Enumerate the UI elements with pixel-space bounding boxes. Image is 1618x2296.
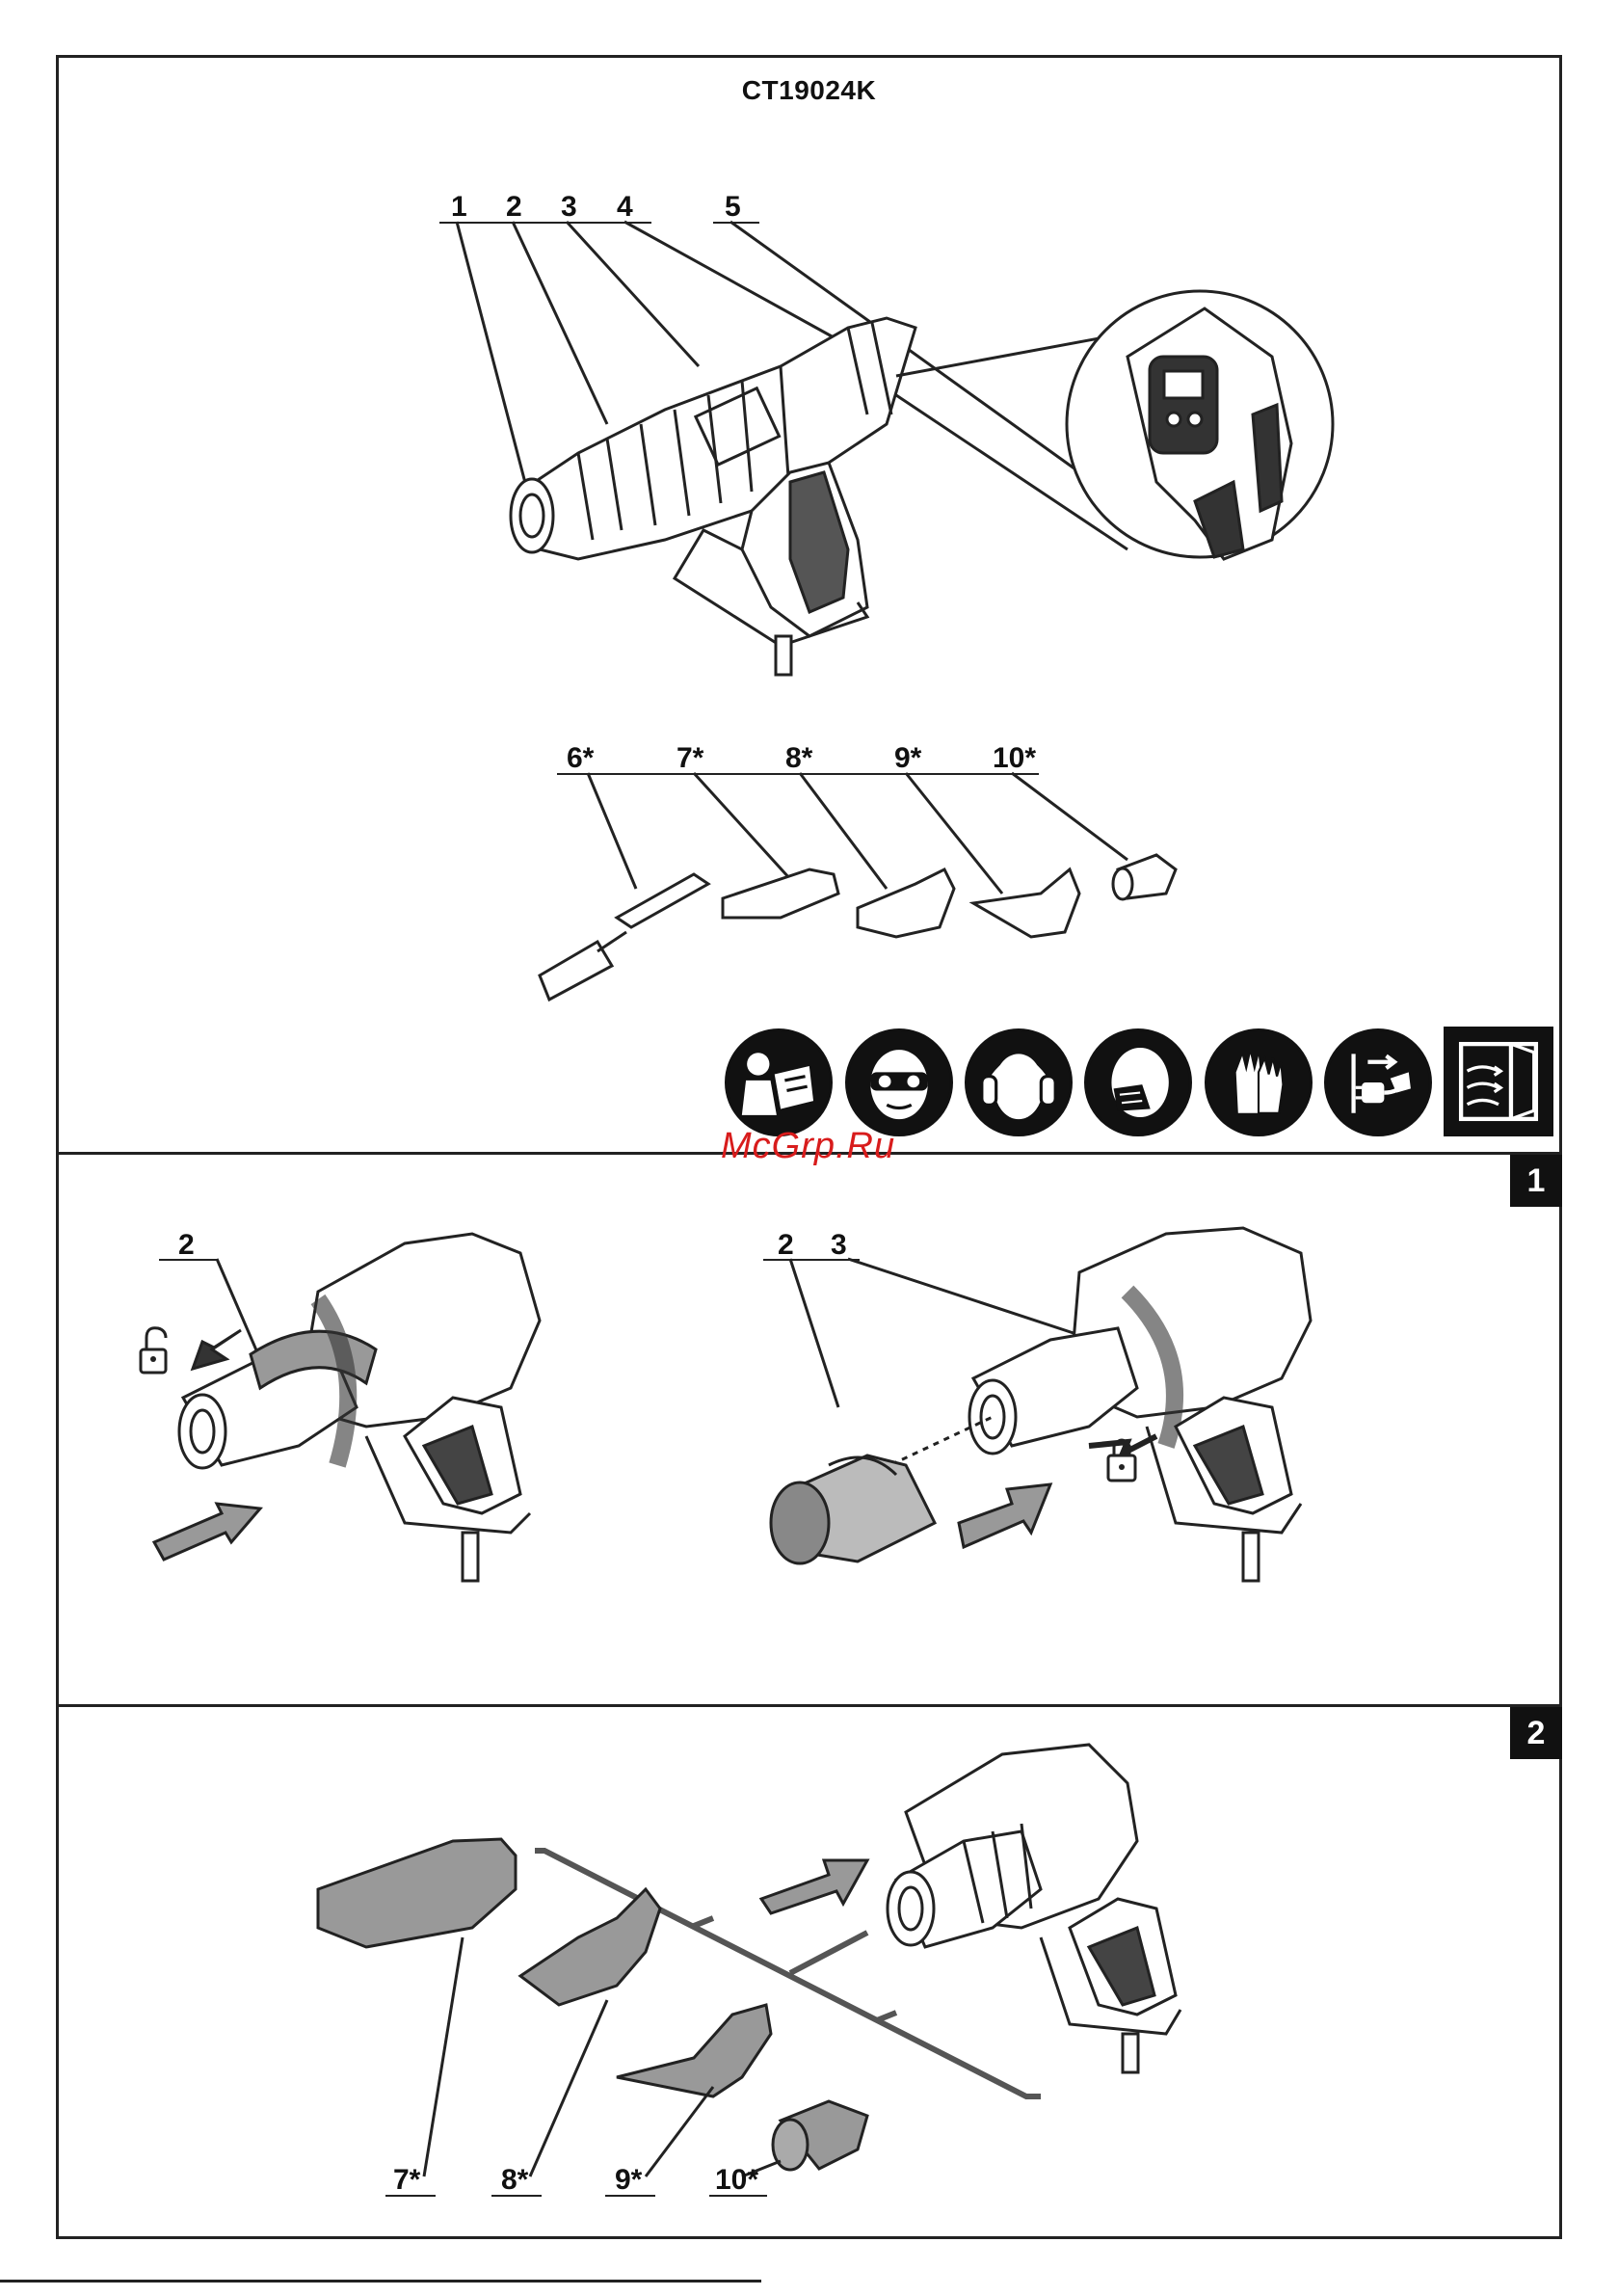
fig1-remove-nozzle-illustration	[125, 1215, 569, 1619]
ventilation-window-icon	[1444, 1027, 1553, 1136]
dust-mask-icon	[1084, 1028, 1192, 1136]
fig1-attach-nozzle-illustration	[761, 1215, 1359, 1619]
accessories-illustration	[501, 773, 1195, 1004]
part-label-2: 2	[506, 191, 522, 224]
unplug-before-service-icon	[1324, 1028, 1432, 1136]
fig2-label-7: 7*	[393, 2164, 420, 2197]
accessory-label-7: 7*	[676, 742, 703, 775]
model-title: CT19024K	[0, 75, 1618, 106]
fig2-label-9: 9*	[615, 2164, 642, 2197]
fig2-label-7-underline	[385, 2195, 436, 2197]
accessory-label-10: 10*	[993, 742, 1036, 775]
safety-goggles-icon	[845, 1028, 953, 1136]
part-label-5: 5	[725, 191, 741, 224]
accessory-label-8: 8*	[785, 742, 812, 775]
heat-gun-overview-illustration	[463, 222, 1272, 675]
watermark: McGrp.Ru	[721, 1126, 895, 1167]
accessory-label-6: 6*	[567, 742, 594, 775]
part-label-3: 3	[561, 191, 577, 224]
fig2-label-10: 10*	[715, 2164, 758, 2197]
protective-gloves-icon	[1205, 1028, 1313, 1136]
unlocked-padlock-icon	[141, 1328, 166, 1373]
fig2-label-8: 8*	[501, 2164, 528, 2197]
accessory-label-9: 9*	[894, 742, 921, 775]
fig2-nozzle-attachments-illustration	[328, 1716, 1291, 2236]
footer-line	[0, 2280, 761, 2283]
figure-badge-2: 2	[1510, 1707, 1562, 1759]
fig2-label-9-underline	[605, 2195, 655, 2197]
section-divider-2	[56, 1704, 1562, 1707]
part-label-4: 4	[617, 191, 633, 224]
fig2-label-10-underline	[709, 2195, 767, 2197]
fig2-label-8-underline	[491, 2195, 542, 2197]
read-manual-icon	[725, 1028, 833, 1136]
figure-badge-1: 1	[1510, 1155, 1562, 1207]
part-label-1: 1	[451, 191, 467, 224]
ear-protection-icon	[965, 1028, 1073, 1136]
